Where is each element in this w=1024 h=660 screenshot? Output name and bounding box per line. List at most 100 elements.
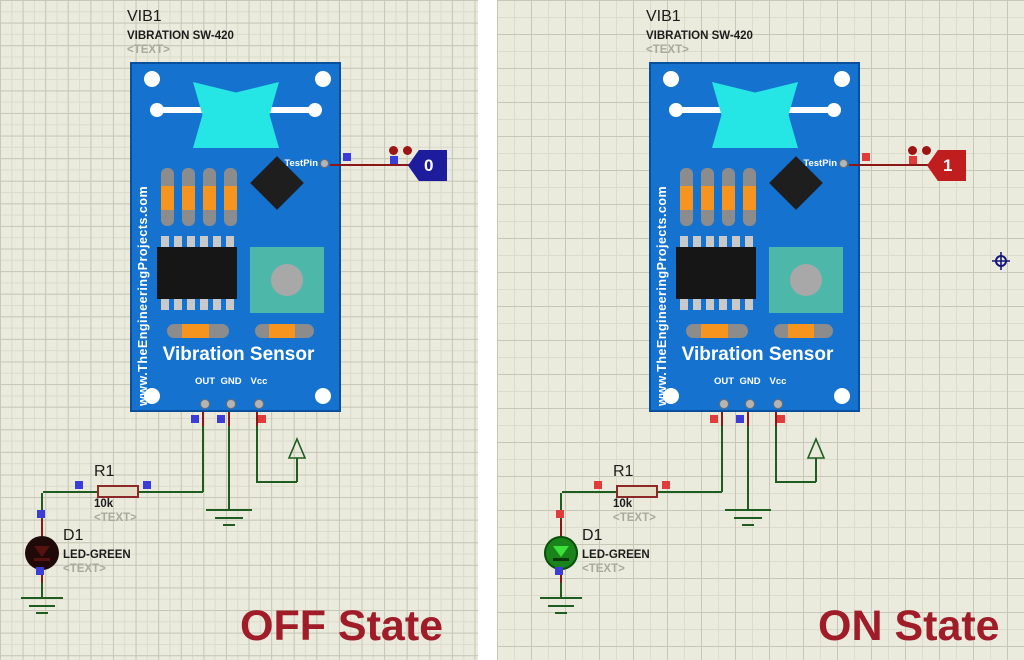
wire-r1-right[interactable] [139,491,203,493]
wire-led[interactable] [560,493,562,519]
testpin-pad[interactable] [320,159,329,168]
pin-stub-gnd[interactable] [228,412,230,426]
power-symbol[interactable] [287,437,307,459]
ground-symbol[interactable] [725,509,771,511]
board-site-text: www.TheEngineeringProjects.com [655,185,669,406]
resistor-r1[interactable] [616,485,658,498]
resistor-r1[interactable] [97,485,139,498]
junction-testpin-a [343,153,351,161]
junction-vcc [258,415,266,423]
ground-symbol [223,524,235,526]
component-ref: VIB1 [646,8,681,25]
smd-resistor [701,168,714,226]
logic-probe[interactable]: 1 [927,150,966,181]
pin-label-out: OUT [713,376,735,387]
pin-stub-gnd[interactable] [747,412,749,426]
led-anode-stub[interactable] [560,519,562,536]
ground-symbol[interactable] [21,597,63,599]
wire-r1-left[interactable] [43,491,97,493]
ground-symbol [548,605,574,607]
wire-r1-right[interactable] [658,491,722,493]
ic-leg [200,236,208,247]
ic-leg [706,299,714,310]
pin-pad-gnd[interactable] [745,399,755,409]
pin-stub-vcc[interactable] [775,412,777,426]
ic-leg [174,236,182,247]
led-d1[interactable] [544,536,578,570]
testpin-pad[interactable] [839,159,848,168]
logic-probe[interactable]: 0 [408,150,447,181]
ic-leg [161,236,169,247]
wire-testpin[interactable] [849,164,930,166]
pin-pad-vcc[interactable] [773,399,783,409]
smd-resistor [167,324,229,338]
smd-resistor [743,168,756,226]
led-cathode-stub[interactable] [560,570,562,583]
cursor-crosshair-icon [992,252,1010,270]
wire-r1-left[interactable] [562,491,616,493]
junction-led-top [556,510,564,518]
sensor-lead-end [827,103,841,117]
wire-out[interactable] [721,426,723,492]
circuit-off: VIB1 VIBRATION SW-420 <TEXT> [0,0,478,660]
wire-led-gnd[interactable] [560,583,562,597]
led-d1[interactable] [25,536,59,570]
led-anode-stub[interactable] [41,519,43,536]
probe-marker [403,146,412,155]
wire-vcc[interactable] [775,481,816,483]
sensor-lead-end [308,103,322,117]
ground-symbol [29,605,55,607]
ic-leg [693,236,701,247]
ground-symbol[interactable] [540,597,582,599]
smd-resistor [182,168,195,226]
ground-symbol [742,524,754,526]
sensor-lead-end [669,103,683,117]
wire-led[interactable] [41,493,43,519]
pin-pad-out[interactable] [200,399,210,409]
wire-testpin[interactable] [330,164,411,166]
pin-stub-vcc[interactable] [256,412,258,426]
component-part: VIBRATION SW-420 [127,30,234,42]
wire-vcc[interactable] [256,426,258,482]
mounting-hole [315,71,331,87]
ic-leg [187,299,195,310]
wire-led-gnd[interactable] [41,583,43,597]
wire-vcc[interactable] [815,458,817,482]
ic-leg [161,299,169,310]
wire-vcc[interactable] [296,458,298,482]
board-title: Vibration Sensor [162,344,315,365]
power-symbol[interactable] [806,437,826,459]
ic-leg [680,299,688,310]
junction-r1-right [143,481,151,489]
ground-symbol [555,612,567,614]
vibration-sensor-module[interactable]: Vibration Sensor www.TheEngineeringProje… [649,62,860,412]
ground-symbol[interactable] [206,509,252,511]
pin-pad-vcc[interactable] [254,399,264,409]
panel-on-state: VIB1 VIBRATION SW-420 <TEXT> [497,0,1024,660]
ic-leg [732,299,740,310]
junction-testpin-a [862,153,870,161]
trimmer-potentiometer [769,247,843,313]
board-title: Vibration Sensor [681,344,834,365]
junction-r1-left [75,481,83,489]
wire-gnd[interactable] [228,426,230,509]
pin-pad-out[interactable] [719,399,729,409]
led-ref: D1 [63,527,84,544]
vibration-sensor-module[interactable]: Vibration Sensor www.TheEngineeringProje… [130,62,341,412]
led-cathode-stub[interactable] [41,570,43,583]
wire-gnd[interactable] [747,426,749,509]
led-symbol-triangle [553,546,569,557]
wire-out[interactable] [202,426,204,492]
smd-resistor [255,324,314,338]
pin-stub-out[interactable] [202,412,204,426]
wire-vcc[interactable] [256,481,297,483]
pin-stub-out[interactable] [721,412,723,426]
component-part: VIBRATION SW-420 [646,30,753,42]
pin-label-vcc: Vcc [769,376,787,387]
pin-pad-gnd[interactable] [226,399,236,409]
wire-vcc[interactable] [775,426,777,482]
led-text-placeholder: <TEXT> [582,563,625,575]
junction-out [710,415,718,423]
junction-led-top [37,510,45,518]
probe-marker [908,146,917,155]
